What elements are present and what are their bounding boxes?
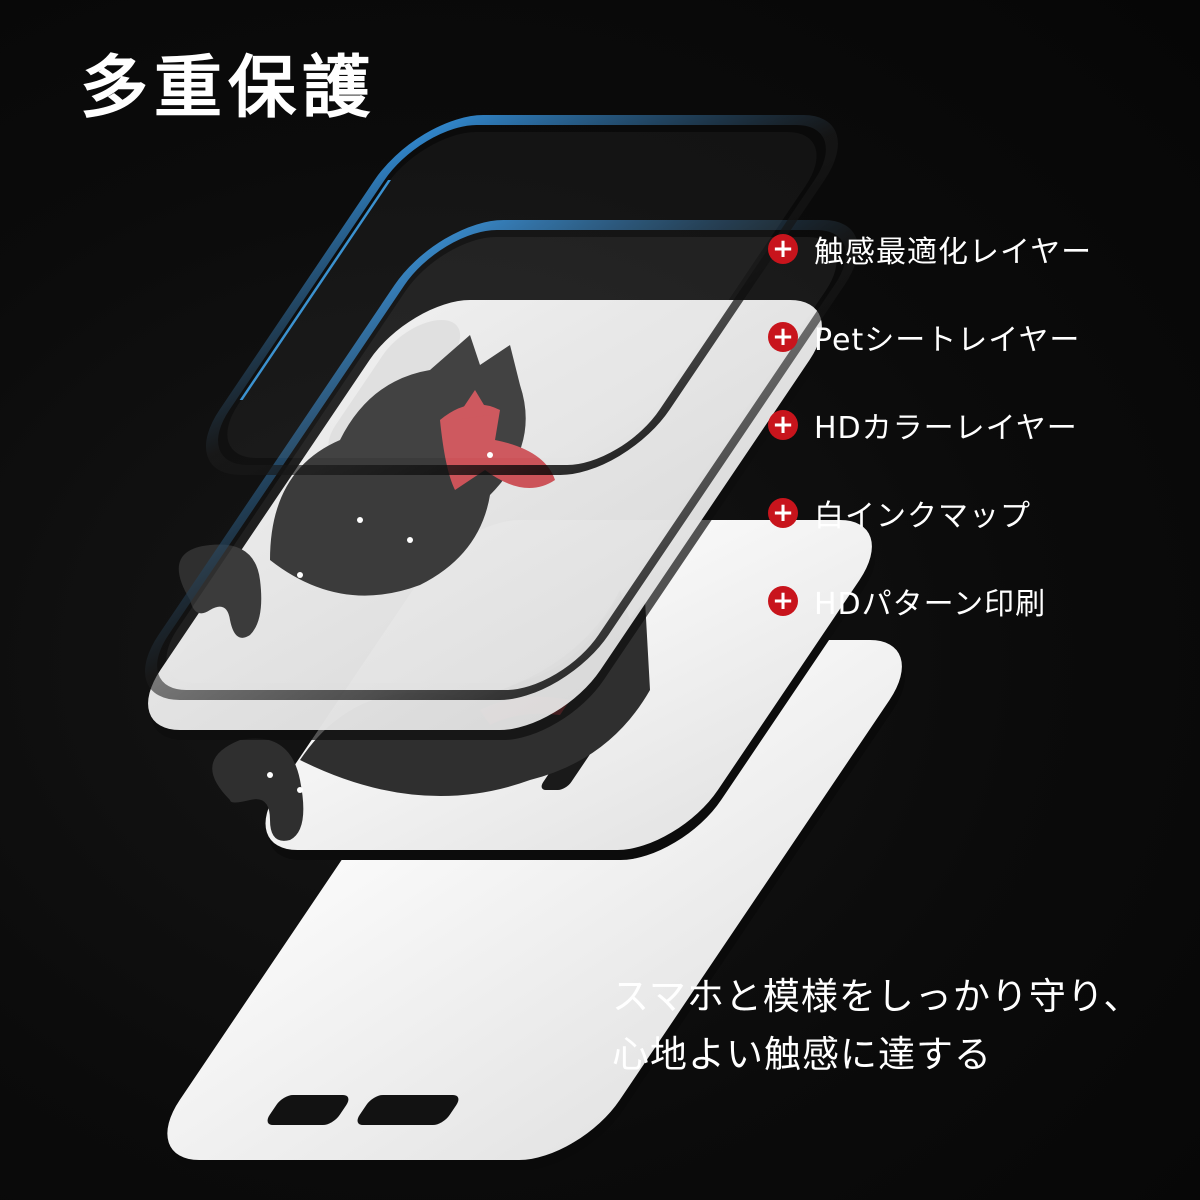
layer-label: Petシートレイヤー (814, 323, 1081, 358)
layer-label: 白インクマップ (814, 499, 1031, 534)
layer-item-tactile: + 触感最適化レイヤー (768, 230, 1093, 270)
layer-item-hd-print: + HDパターン印刷 (768, 582, 1092, 622)
layer-list: + 触感最適化レイヤー + Petシートレイヤー + HDカラーレイヤー + 白… (768, 230, 1092, 670)
case-layer-glass-top (205, 115, 838, 475)
plus-icon: + (768, 322, 798, 352)
caption-line-1: スマホと模様をしっかり守り、 (612, 975, 1142, 1018)
page-title: 多重保護 (80, 49, 377, 128)
plus-icon: + (768, 234, 798, 264)
case-layer-glass-middle (145, 220, 858, 700)
plus-icon: + (768, 586, 798, 616)
layer-item-hd-color: + HDカラーレイヤー (768, 406, 1092, 446)
layer-label: HDカラーレイヤー (814, 411, 1078, 446)
layer-item-pet-sheet: + Petシートレイヤー (768, 318, 1092, 358)
caption: スマホと模様をしっかり守り、 心地よい触感に達する (612, 968, 1172, 1084)
caption-line-2: 心地よい触感に達する (612, 1033, 992, 1076)
layer-label: 触感最適化レイヤー (814, 235, 1093, 270)
layer-label: HDパターン印刷 (814, 587, 1047, 622)
plus-icon: + (768, 410, 798, 440)
plus-icon: + (768, 498, 798, 528)
layer-item-white-ink: + 白インクマップ (768, 494, 1092, 534)
